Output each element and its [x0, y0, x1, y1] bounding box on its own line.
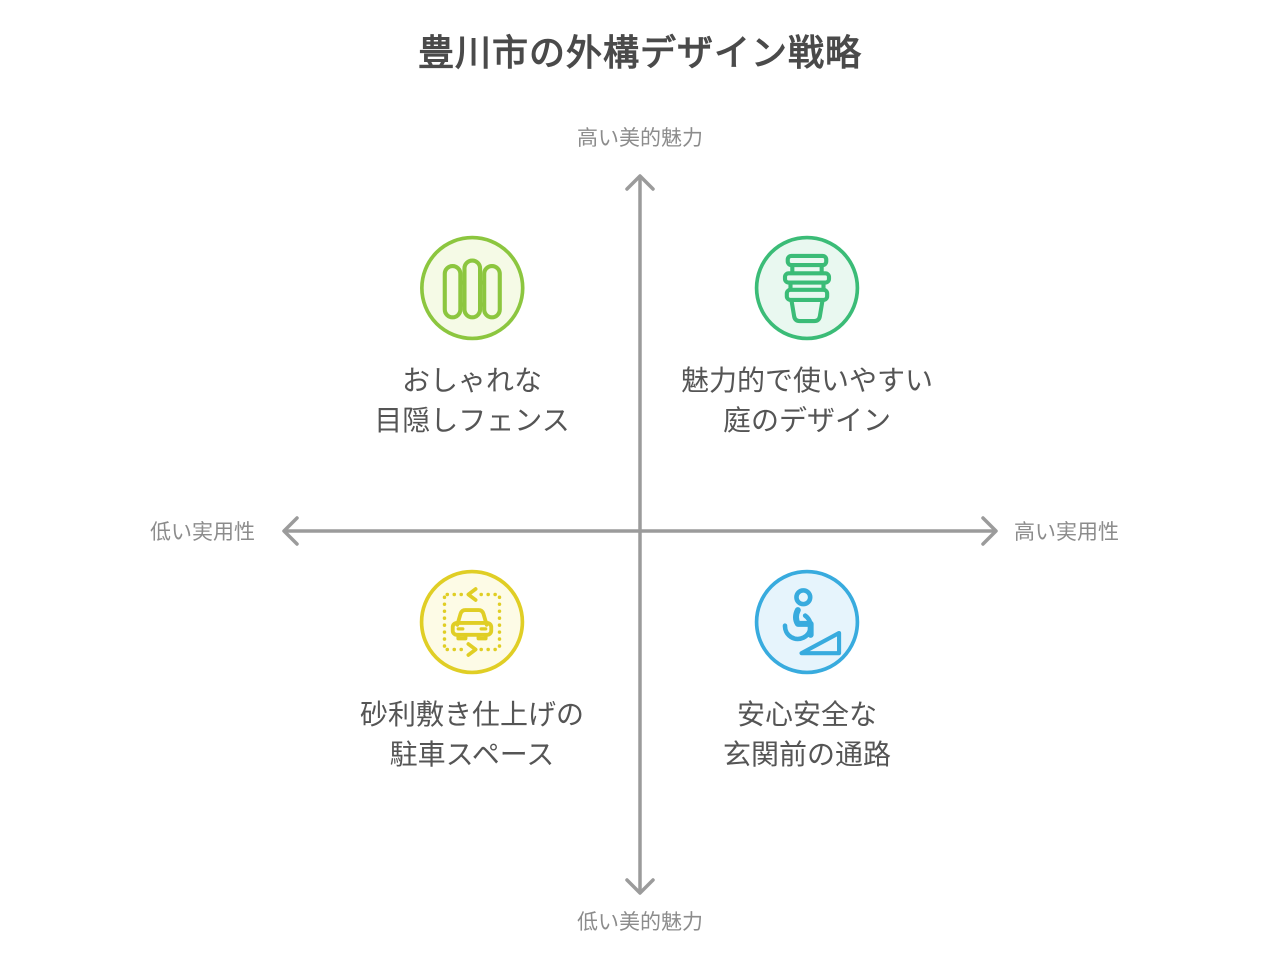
quadrant-label: おしゃれな 目隠しフェンス [374, 361, 569, 441]
wheelchair-ramp-icon [752, 567, 862, 677]
quadrant-top-right: 魅力的で使いやすい 庭のデザイン [681, 233, 933, 441]
quadrant-label: 安心安全な 玄関前の通路 [723, 695, 891, 775]
stacked-pots-icon [752, 233, 862, 343]
axis-label-top: 高い美的魅力 [577, 127, 703, 150]
quadrant-label: 砂利敷き仕上げの 駐車スペース [360, 695, 584, 775]
page-title: 豊川市の外構デザイン戦略 [417, 32, 862, 73]
fence-icon [417, 233, 527, 343]
right-arrowhead-icon [981, 516, 998, 546]
quadrant-label: 魅力的で使いやすい 庭のデザイン [681, 361, 933, 441]
axis-label-bottom: 低い美的魅力 [577, 911, 703, 934]
quadrant-label-line1: 安心安全な [736, 699, 878, 730]
up-arrowhead-icon [625, 174, 655, 191]
quadrant-label-line2: 目隠しフェンス [374, 405, 570, 436]
quadrant-label-line2: 玄関前の通路 [722, 739, 892, 770]
quadrant-label-line2: 駐車スペース [389, 739, 555, 770]
down-arrowhead-icon [625, 878, 655, 895]
quadrant-top-left: おしゃれな 目隠しフェンス [374, 233, 570, 441]
axis-label-left: 低い実用性 [150, 521, 255, 544]
quadrant-bottom-right: 安心安全な 玄関前の通路 [723, 567, 891, 775]
car-parking-icon [417, 567, 527, 677]
quadrant-label-line1: 砂利敷き仕上げの [359, 699, 585, 730]
quadrant-label-line1: おしゃれな [401, 365, 543, 396]
quadrant-label-line2: 庭のデザイン [722, 405, 892, 436]
axis-label-right: 高い実用性 [1014, 521, 1119, 544]
quadrant-bottom-left: 砂利敷き仕上げの 駐車スペース [360, 567, 584, 775]
quadrant-label-line1: 魅力的で使いやすい [680, 365, 934, 396]
left-arrowhead-icon [282, 516, 299, 546]
